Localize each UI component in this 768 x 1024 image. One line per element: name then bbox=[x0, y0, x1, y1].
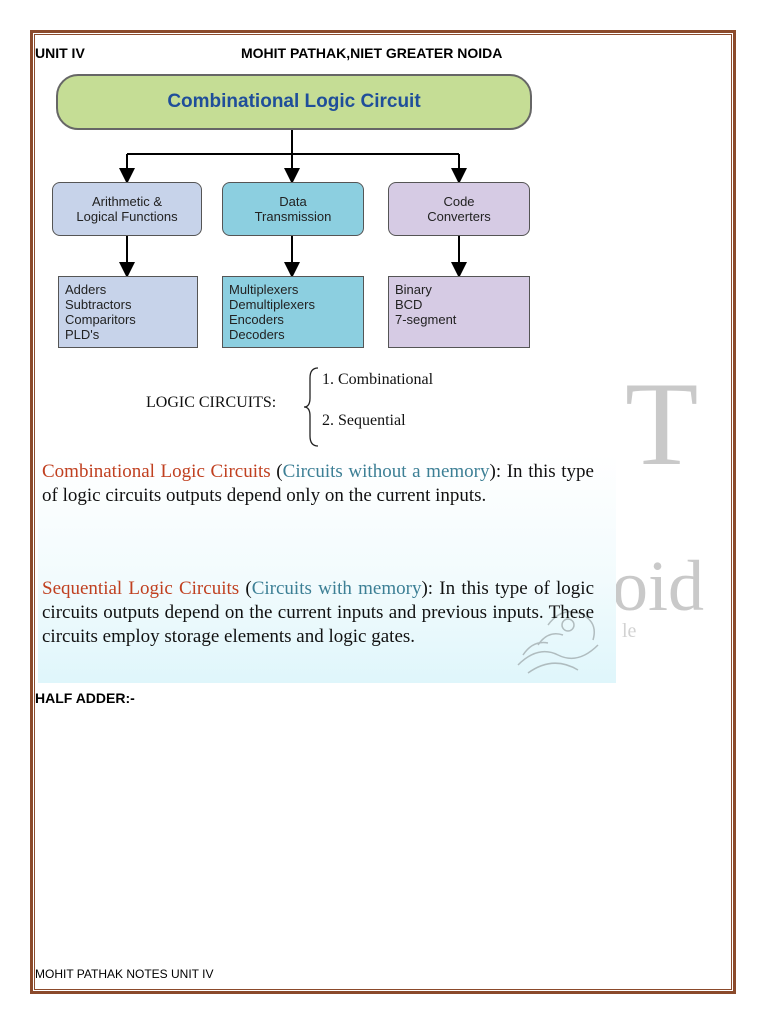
root-node: Combinational Logic Circuit bbox=[56, 74, 532, 130]
sequential-note: Circuits with memory bbox=[251, 578, 422, 599]
logic-circuits-item-combinational: 1. Combinational bbox=[322, 371, 434, 388]
diagram-connectors bbox=[119, 130, 467, 278]
combinational-note: Circuits without a memory bbox=[282, 461, 490, 482]
category-label: Code Converters bbox=[427, 194, 491, 224]
header-unit: UNIT IV bbox=[35, 45, 85, 61]
watermark-fragment-le: le bbox=[622, 620, 637, 642]
header-author: MOHIT PATHAK,NIET GREATER NOIDA bbox=[241, 45, 503, 61]
watermark-fragment-t: T bbox=[625, 357, 699, 490]
page-border-inner bbox=[34, 34, 732, 990]
leaf-node-data-transmission: Multiplexers Demultiplexers Encoders Dec… bbox=[222, 276, 364, 348]
combinational-paren: ( bbox=[270, 461, 283, 482]
category-node-code-converters: Code Converters bbox=[388, 182, 530, 236]
category-node-data-transmission: Data Transmission bbox=[222, 182, 364, 236]
logic-circuits-item-sequential: 2. Sequential bbox=[322, 412, 406, 429]
curly-brace-icon bbox=[303, 367, 319, 447]
leaf-node-code-converters: Binary BCD 7-segment bbox=[388, 276, 530, 348]
combinational-term: Combinational Logic Circuits bbox=[42, 461, 271, 482]
sequential-paren: ( bbox=[239, 578, 252, 599]
sequential-rest: ): In this type of logic circuits output… bbox=[42, 578, 595, 647]
category-node-arithmetic: Arithmetic & Logical Functions bbox=[52, 182, 202, 236]
category-label: Data Transmission bbox=[254, 194, 332, 224]
root-label: Combinational Logic Circuit bbox=[167, 91, 421, 112]
logic-circuits-classification: LOGIC CIRCUITS: 1. Combinational 2. Sequ… bbox=[142, 354, 464, 454]
category-label: Arithmetic & Logical Functions bbox=[76, 194, 178, 224]
combinational-definition: Combinational Logic Circuits (Circuits w… bbox=[42, 460, 594, 508]
half-adder-heading: HALF ADDER:- bbox=[35, 690, 135, 706]
logic-circuits-label: LOGIC CIRCUITS: bbox=[146, 394, 277, 411]
definitions-panel: Combinational Logic Circuits (Circuits w… bbox=[38, 455, 616, 683]
combinational-logic-diagram: Combinational Logic Circuit Arithmetic &… bbox=[42, 66, 552, 356]
sequential-definition: Sequential Logic Circuits (Circuits with… bbox=[42, 577, 594, 649]
combinational-rest: ): In this type of logic circuits output… bbox=[42, 461, 594, 506]
page-border bbox=[30, 30, 736, 994]
dragon-ornament-icon bbox=[517, 610, 599, 674]
sequential-term: Sequential Logic Circuits bbox=[42, 578, 240, 599]
page-footer: MOHIT PATHAK NOTES UNIT IV bbox=[35, 967, 214, 981]
leaf-node-arithmetic: Adders Subtractors Comparitors PLD's bbox=[58, 276, 198, 348]
watermark-fragment-oid: oid bbox=[612, 546, 705, 626]
